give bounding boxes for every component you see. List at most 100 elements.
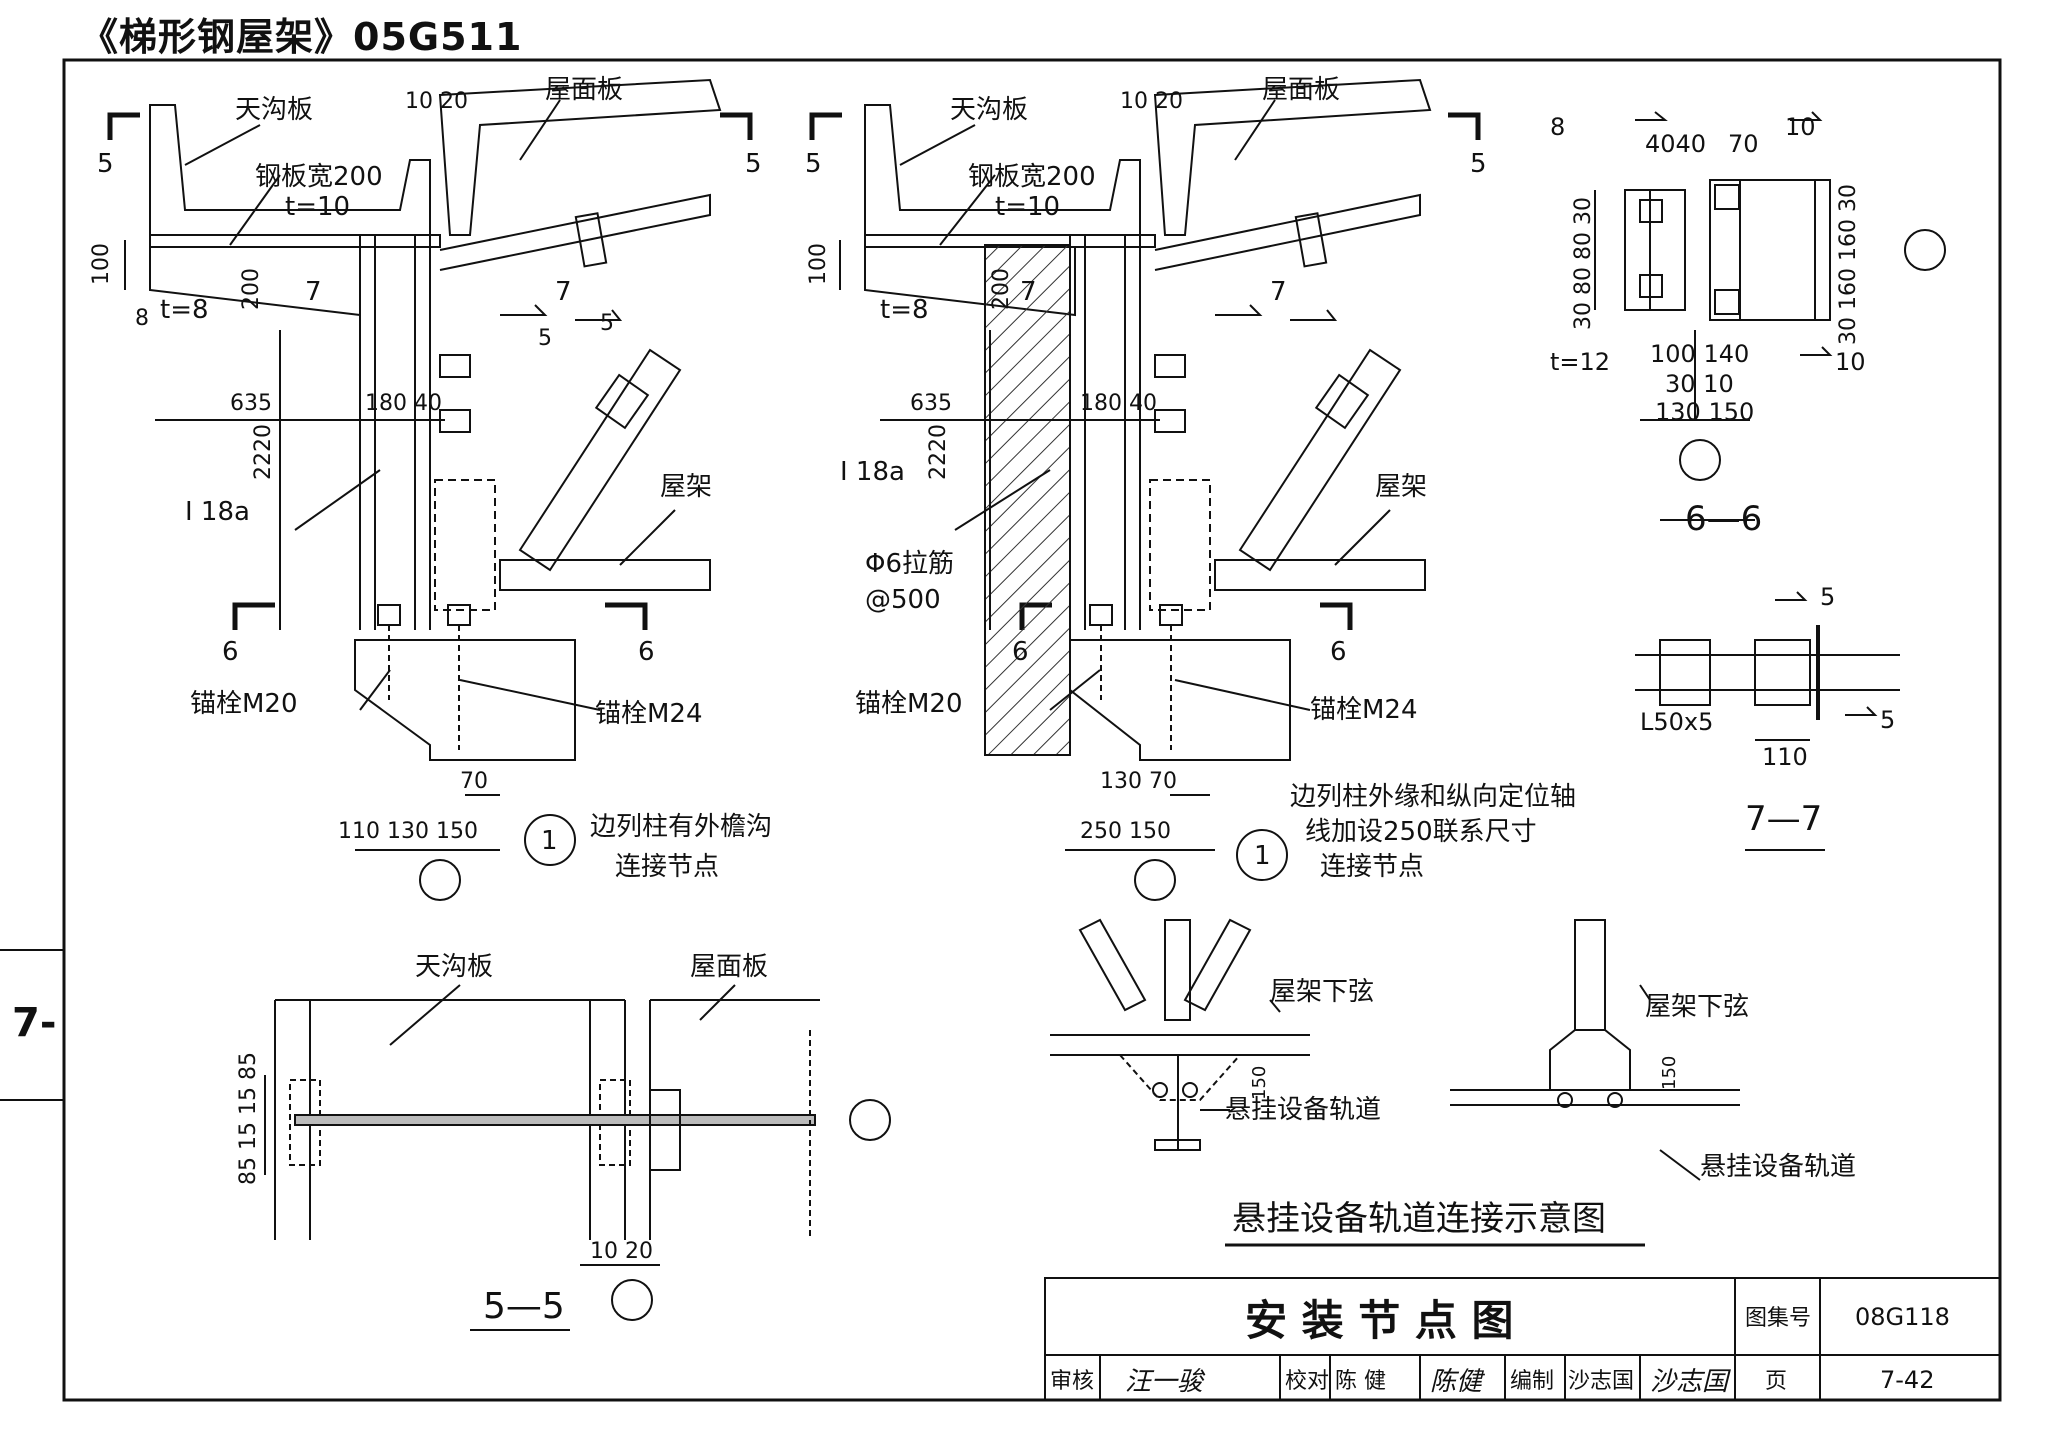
dim-180-40: 180 40 (365, 391, 442, 416)
page-label: 页 (1765, 1369, 1787, 1394)
dim-right-stack: 30 160 160 30 (1836, 184, 1861, 345)
weld-8: 8 (135, 306, 149, 331)
dim-150-b: 150 (1659, 1056, 1680, 1090)
cut-5-right: 5 (745, 149, 762, 179)
dim-110-77: 110 (1762, 743, 1808, 771)
cut-5-left: 5 (97, 149, 114, 179)
title-block (1044, 1277, 2001, 1401)
label-roof-55: 屋面板 (690, 952, 768, 982)
detail-mid-labels: 天沟板 屋面板 钢板宽200 t=10 t=8 10 20 100 200 63… (805, 75, 1576, 882)
label-gutter-mid: 天沟板 (950, 95, 1028, 125)
label-angle: L50x5 (1640, 708, 1713, 736)
dim-130-150: 130 150 (1655, 398, 1754, 426)
dim-180-40-mid: 180 40 (1080, 391, 1157, 416)
dim-70-66: 70 (1728, 130, 1759, 158)
dim-200-mid: 200 (989, 268, 1014, 310)
caption-mid-3: 连接节点 (1320, 852, 1424, 882)
cut-5-mid-left: 5 (805, 149, 822, 179)
label-plate-t: t=10 (285, 192, 350, 222)
label-steel-plate-mid: 钢板宽200 (968, 162, 1096, 192)
draw-name: 沙志国 (1568, 1369, 1634, 1394)
dim-635: 635 (230, 391, 272, 416)
dim-1020-mid: 10 20 (1120, 89, 1183, 114)
dim-left-stack: 30 80 80 30 (1571, 197, 1596, 330)
dim-150-a: 150 (1249, 1066, 1270, 1100)
atlas-label: 图集号 (1745, 1306, 1811, 1331)
side-page-label: 7- (12, 1000, 57, 1046)
label-steel-plate: 钢板宽200 (255, 162, 383, 192)
draw-label: 编制 (1510, 1369, 1554, 1394)
check-signature: 陈健 (1430, 1367, 1486, 1397)
label-truss: 屋架 (660, 472, 712, 502)
dim-100-140: 100 140 (1650, 340, 1749, 368)
dim-2220-mid: 2220 (926, 424, 951, 480)
dim-1020: 10 20 (405, 89, 468, 114)
label-stiffener-t: t=8 (160, 295, 209, 325)
weld-5-77a: 5 (1820, 583, 1835, 611)
label-tie-bar: Φ6拉筋 (865, 549, 954, 579)
plate-t-12: t=12 (1550, 348, 1610, 376)
label-roof: 屋面板 (545, 75, 623, 105)
weld-8-66: 8 (1550, 113, 1565, 141)
node-1-mid: 1 (1254, 841, 1271, 871)
label-bolt-m24-mid: 锚栓M24 (1310, 695, 1418, 725)
atlas-number: 08G118 (1855, 1303, 1950, 1331)
dim-side-55: 85 15 15 85 (236, 1052, 261, 1185)
caption-mid-1: 边列柱外缘和纵向定位轴 (1290, 782, 1576, 812)
dim-2220: 2220 (251, 424, 276, 480)
cut-7-mid-right: 7 (1270, 277, 1287, 307)
dim-30-10: 30 10 (1665, 370, 1734, 398)
dim-250-150: 250 150 (1080, 819, 1171, 844)
check-name: 陈 健 (1335, 1369, 1386, 1394)
caption-left-1: 边列柱有外檐沟 (590, 812, 772, 842)
sheet-border (62, 58, 2002, 1402)
label-gutter: 天沟板 (235, 95, 313, 125)
review-signature: 汪一骏 (1125, 1367, 1206, 1397)
cut-6-mid-right: 6 (1330, 637, 1347, 667)
draw-signature: 沙志国 (1650, 1367, 1731, 1397)
label-tie-spacing: @500 (865, 585, 941, 615)
dim-200: 200 (239, 268, 264, 310)
cut-6-left: 6 (222, 637, 239, 667)
dim-bottom-55: 10 20 (590, 1239, 653, 1264)
dim-130-70: 130 70 (1100, 769, 1177, 794)
review-label: 审核 (1050, 1369, 1094, 1394)
dim-bottom: 110 130 150 (338, 819, 478, 844)
section-66-title: 6—6 (1685, 499, 1762, 539)
cut-7-mid-left: 7 (1020, 277, 1037, 307)
title-block-labels: 安 装 节 点 图 图集号 08G118 审核 汪一骏 校对 陈 健 陈健 编制… (1050, 1296, 1950, 1397)
label-truss-mid: 屋架 (1375, 472, 1427, 502)
label-roof-mid: 屋面板 (1262, 75, 1340, 105)
section-6-6 (1594, 111, 1946, 521)
dim-100-mid: 100 (806, 243, 831, 285)
label-I-section-mid: I 18a (840, 457, 905, 487)
weld-10-66: 10 (1785, 113, 1816, 141)
weld-5-77b: 5 (1880, 706, 1895, 734)
dim-635-mid: 635 (910, 391, 952, 416)
section-77-title: 7—7 (1745, 799, 1822, 839)
section-7-7-labels: 7—7 L50x5 110 5 5 (1640, 583, 1895, 839)
label-rail-b: 悬挂设备轨道 (1700, 1152, 1856, 1182)
weld-5b: 5 (600, 311, 614, 336)
rail-diagram-title: 悬挂设备轨道连接示意图 (1232, 1199, 1606, 1239)
dim-4040: 4040 (1645, 130, 1706, 158)
rail-diagram (1050, 918, 1740, 1247)
drawing-title: 安 装 节 点 图 (1245, 1296, 1514, 1345)
check-label: 校对 (1285, 1369, 1329, 1394)
caption-left-2: 连接节点 (615, 852, 719, 882)
cut-6-mid-left: 6 (1012, 637, 1029, 667)
weld-10b-66: 10 (1835, 348, 1866, 376)
section-6-6-labels: 6—6 8 10 4040 70 30 80 80 30 30 160 160 … (1550, 113, 1866, 539)
dim-70: 70 (460, 769, 488, 794)
section-5-5 (264, 984, 891, 1331)
label-bolt-m24: 锚栓M24 (595, 699, 703, 729)
caption-mid-2: 线加设250联系尺寸 (1305, 817, 1537, 847)
cut-5-mid-right: 5 (1470, 149, 1487, 179)
label-bolt-m20-mid: 锚栓M20 (855, 689, 963, 719)
section-55-title: 5—5 (483, 1286, 565, 1327)
label-bolt-m20: 锚栓M20 (190, 689, 298, 719)
label-rail-a: 悬挂设备轨道 (1225, 1095, 1381, 1125)
section-5-5-labels: 5—5 天沟板 屋面板 85 15 15 85 10 20 (236, 952, 768, 1327)
detail-left-labels: 天沟板 屋面板 钢板宽200 t=10 t=8 10 20 100 200 63… (89, 75, 772, 882)
